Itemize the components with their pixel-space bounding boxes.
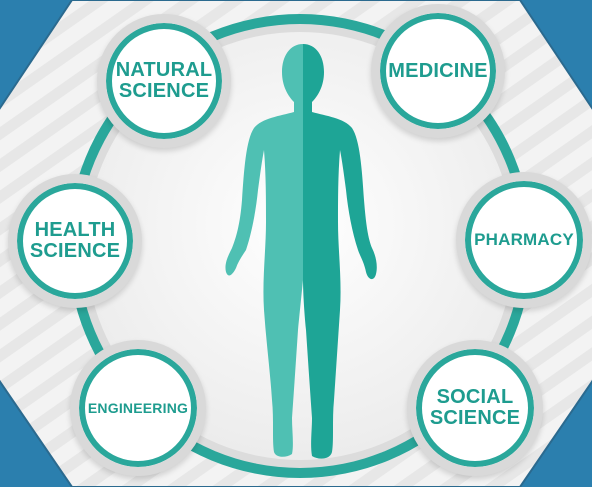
human-body-icon — [225, 44, 377, 459]
body-left-half — [225, 44, 303, 457]
bubble-natural-science[interactable]: NATURAL SCIENCE — [97, 14, 231, 148]
bubble-label: HEALTH SCIENCE — [29, 219, 121, 262]
bubble-label: NATURAL SCIENCE — [115, 59, 213, 102]
bubble-label: MEDICINE — [388, 59, 488, 82]
bubble-label: SOCIAL SCIENCE — [429, 386, 521, 429]
bubble-engineering[interactable]: ENGINEERING — [70, 340, 206, 476]
body-right-half — [303, 44, 377, 459]
bubble-health-science[interactable]: HEALTH SCIENCE — [8, 174, 142, 308]
bubble-social-science[interactable]: SOCIAL SCIENCE — [407, 340, 543, 476]
bubble-label: ENGINEERING — [87, 399, 189, 416]
bubble-label: PHARMACY — [474, 230, 574, 250]
bubble-pharmacy[interactable]: PHARMACY — [456, 172, 592, 308]
bubble-medicine[interactable]: MEDICINE — [371, 4, 505, 138]
